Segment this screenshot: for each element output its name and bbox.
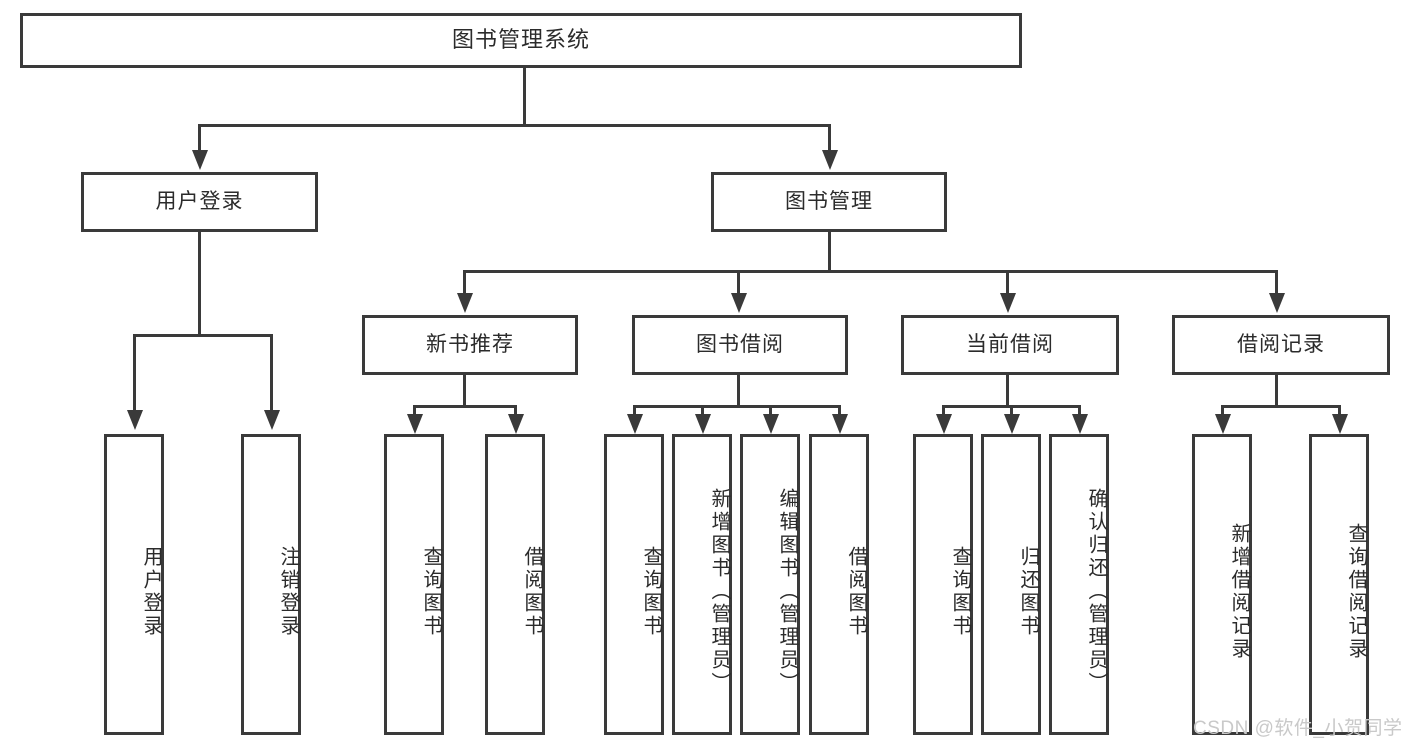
edge-bm-to-child-4 <box>1275 270 1278 295</box>
edge-br-to-leaf-1 <box>1221 405 1224 417</box>
arrow-br-to-leaf-2 <box>1332 414 1348 434</box>
leaf-user-login-label: 用户登录 <box>140 545 162 638</box>
leaf-add-record[interactable]: 新增借阅记录 <box>1192 434 1252 735</box>
arrow-nbr-to-leaf-2 <box>508 414 524 434</box>
leaf-user-logout[interactable]: 注销登录 <box>241 434 301 735</box>
edge-user-login-to-leaf-1 <box>133 334 136 412</box>
node-user-login-label: 用户登录 <box>155 190 244 214</box>
arrow-bb-to-leaf-1 <box>627 414 643 434</box>
arrow-br-to-leaf-1 <box>1215 414 1231 434</box>
edge-bb-to-leaf-1 <box>633 405 636 417</box>
edge-nbr-stem <box>463 375 466 408</box>
edge-bb-bar <box>633 405 841 408</box>
leaf-edit-book[interactable]: 编辑图书（管理员） <box>740 434 800 735</box>
leaf-return-book-label: 归还图书 <box>1017 545 1039 638</box>
leaf-query-book-3[interactable]: 查询图书 <box>913 434 973 735</box>
node-new-book-recommend-label: 新书推荐 <box>426 333 514 357</box>
edge-user-login-bar <box>133 334 273 337</box>
edge-bb-to-leaf-3 <box>769 405 772 417</box>
edge-bm-to-child-1 <box>463 270 466 295</box>
leaf-query-book-2[interactable]: 查询图书 <box>604 434 664 735</box>
edge-book-management-stem <box>828 232 831 273</box>
edge-bb-stem <box>737 375 740 408</box>
leaf-add-book[interactable]: 新增图书（管理员） <box>672 434 732 735</box>
node-current-borrow-label: 当前借阅 <box>966 333 1054 357</box>
edge-bb-to-leaf-4 <box>838 405 841 417</box>
node-root-label: 图书管理系统 <box>451 27 590 53</box>
arrow-bb-to-leaf-2 <box>695 414 711 434</box>
leaf-add-book-label: 新增图书（管理员） <box>708 488 730 695</box>
edge-bm-to-child-3 <box>1006 270 1009 295</box>
node-user-login[interactable]: 用户登录 <box>81 172 318 232</box>
leaf-confirm-return-label: 确认归还（管理员） <box>1085 488 1107 695</box>
leaf-edit-book-label: 编辑图书（管理员） <box>776 488 798 695</box>
arrow-root-to-book-management <box>822 150 838 170</box>
edge-root-to-book-management <box>828 124 831 152</box>
node-book-borrow[interactable]: 图书借阅 <box>632 315 848 375</box>
edge-bb-to-leaf-2 <box>701 405 704 417</box>
arrow-bb-to-leaf-3 <box>763 414 779 434</box>
edge-book-management-bar <box>463 270 1278 273</box>
node-borrow-record[interactable]: 借阅记录 <box>1172 315 1390 375</box>
edge-nbr-to-leaf-2 <box>514 405 517 417</box>
node-book-management-label: 图书管理 <box>785 190 873 214</box>
leaf-borrow-book-1[interactable]: 借阅图书 <box>485 434 545 735</box>
arrow-root-to-user-login <box>192 150 208 170</box>
edge-root-stem <box>523 68 526 126</box>
edge-nbr-to-leaf-1 <box>413 405 416 417</box>
arrow-bm-to-child-2 <box>731 293 747 313</box>
leaf-borrow-book-2-label: 借阅图书 <box>845 545 867 638</box>
edge-br-to-leaf-2 <box>1338 405 1341 417</box>
leaf-query-record[interactable]: 查询借阅记录 <box>1309 434 1369 735</box>
node-book-borrow-label: 图书借阅 <box>696 333 784 357</box>
arrow-user-login-to-leaf-1 <box>127 410 143 430</box>
edge-cb-to-leaf-2 <box>1010 405 1013 417</box>
leaf-query-book-3-label: 查询图书 <box>949 545 971 638</box>
node-borrow-record-label: 借阅记录 <box>1237 333 1325 357</box>
leaf-add-record-label: 新增借阅记录 <box>1228 522 1250 661</box>
arrow-bb-to-leaf-4 <box>832 414 848 434</box>
leaf-query-book-1-label: 查询图书 <box>420 545 442 638</box>
arrow-cb-to-leaf-3 <box>1072 414 1088 434</box>
leaf-user-login[interactable]: 用户登录 <box>104 434 164 735</box>
edge-user-login-to-leaf-2 <box>270 334 273 412</box>
edge-root-to-user-login <box>198 124 201 152</box>
leaf-query-book-2-label: 查询图书 <box>640 545 662 638</box>
node-book-management[interactable]: 图书管理 <box>711 172 947 232</box>
edge-user-login-stem <box>198 232 201 337</box>
arrow-bm-to-child-3 <box>1000 293 1016 313</box>
node-new-book-recommend[interactable]: 新书推荐 <box>362 315 578 375</box>
edge-nbr-bar <box>413 405 517 408</box>
arrow-user-login-to-leaf-2 <box>264 410 280 430</box>
leaf-borrow-book-1-label: 借阅图书 <box>521 545 543 638</box>
leaf-user-logout-label: 注销登录 <box>277 545 299 638</box>
edge-br-bar <box>1221 405 1340 408</box>
leaf-return-book[interactable]: 归还图书 <box>981 434 1041 735</box>
arrow-bm-to-child-1 <box>457 293 473 313</box>
edge-br-stem <box>1275 375 1278 408</box>
leaf-borrow-book-2[interactable]: 借阅图书 <box>809 434 869 735</box>
node-current-borrow[interactable]: 当前借阅 <box>901 315 1119 375</box>
leaf-query-record-label: 查询借阅记录 <box>1345 522 1367 661</box>
leaf-query-book-1[interactable]: 查询图书 <box>384 434 444 735</box>
edge-cb-to-leaf-1 <box>942 405 945 417</box>
leaf-confirm-return[interactable]: 确认归还（管理员） <box>1049 434 1109 735</box>
edge-bm-to-child-2 <box>737 270 740 295</box>
arrow-bm-to-child-4 <box>1269 293 1285 313</box>
node-root[interactable]: 图书管理系统 <box>20 13 1022 68</box>
arrow-cb-to-leaf-1 <box>936 414 952 434</box>
arrow-cb-to-leaf-2 <box>1004 414 1020 434</box>
arrow-nbr-to-leaf-1 <box>407 414 423 434</box>
edge-root-bar <box>198 124 831 127</box>
edge-cb-to-leaf-3 <box>1078 405 1081 417</box>
edge-cb-stem <box>1006 375 1009 408</box>
